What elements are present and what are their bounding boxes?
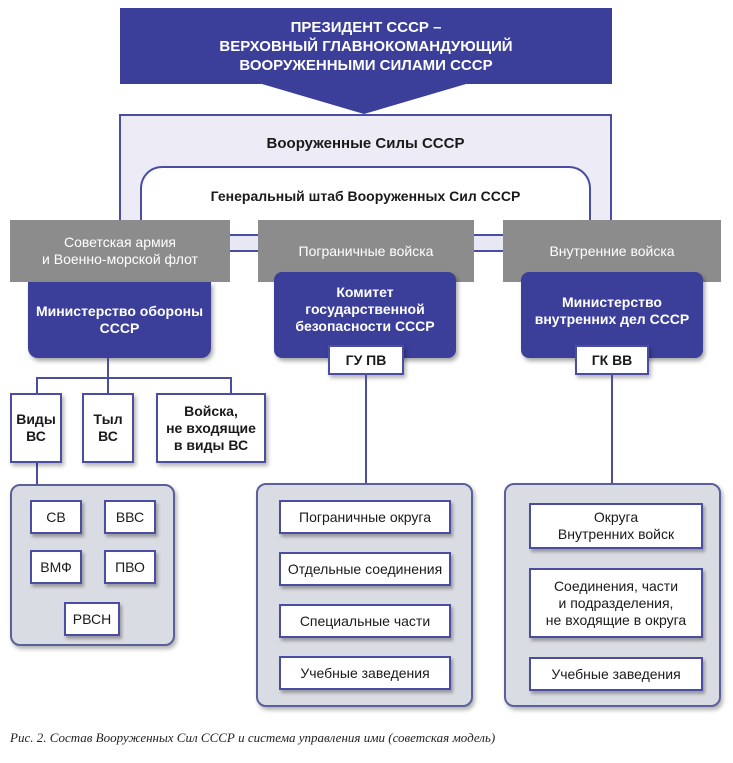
internal-unit-item: Округа Внутренних войск bbox=[529, 503, 703, 549]
gu-pv-label: ГУ ПВ bbox=[345, 351, 387, 368]
branch-army-header: Советская армия и Военно-морской флот bbox=[10, 220, 230, 282]
kgb-line-3: безопасности СССР bbox=[295, 317, 435, 334]
border-unit-item: Пограничные округа bbox=[279, 500, 451, 534]
connector-line bbox=[107, 358, 109, 378]
border-unit-item: Специальные части bbox=[279, 604, 451, 638]
internal-unit-item: Учебные заведения bbox=[529, 657, 703, 691]
service-type-item: РВСН bbox=[64, 602, 120, 636]
ministry-defense-line-2: СССР bbox=[99, 320, 140, 336]
rear-line-1: Тыл bbox=[93, 411, 123, 427]
gk-vv-label: ГК ВВ bbox=[591, 351, 633, 368]
branch-army-line-1: Советская армия bbox=[63, 234, 177, 250]
service-type-item: ВМФ bbox=[30, 550, 82, 584]
president-line-3: ВООРУЖЕННЫМИ СИЛАМИ СССР bbox=[239, 56, 493, 74]
president-line-1: ПРЕЗИДЕНТ СССР – bbox=[290, 18, 442, 36]
gk-vv-box: ГК ВВ bbox=[575, 345, 649, 375]
service-type-item: СВ bbox=[30, 500, 82, 534]
border-unit-item: Отдельные соединения bbox=[279, 552, 451, 586]
internal-unit-line: Соединения, части bbox=[553, 577, 679, 594]
general-staff-frame bbox=[140, 166, 591, 226]
services-line-2: ВС bbox=[26, 428, 46, 444]
branch-internal-header: Внутренние войска bbox=[503, 220, 721, 282]
connector-line bbox=[36, 463, 38, 485]
branch-border-line-1: Пограничные войска bbox=[298, 242, 434, 259]
figure-caption: Рис. 2. Состав Вооруженных Сил СССР и си… bbox=[10, 730, 496, 745]
connector-strip-left bbox=[228, 234, 262, 252]
connector-line bbox=[365, 375, 367, 484]
services-box: Виды ВС bbox=[10, 393, 62, 463]
ministry-defense-box: Министерство обороны СССР bbox=[28, 282, 211, 358]
general-staff-title: Генеральный штаб Вооруженных Сил СССР bbox=[210, 188, 521, 204]
mvd-line-2: внутренних дел СССР bbox=[534, 311, 690, 327]
connector-line bbox=[36, 377, 232, 379]
kgb-line-2: государственной bbox=[305, 300, 425, 317]
connector-strip-right bbox=[472, 234, 508, 252]
internal-unit-item: Соединения, части и подразделения, не вх… bbox=[529, 568, 703, 638]
service-type-item: ВВС bbox=[104, 500, 156, 534]
internal-unit-line: и подразделения, bbox=[558, 594, 674, 611]
branch-army-line-2: и Военно-морской флот bbox=[42, 251, 198, 267]
president-box: ПРЕЗИДЕНТ СССР – ВЕРХОВНЫЙ ГЛАВНОКОМАНДУ… bbox=[120, 8, 612, 84]
president-arrow bbox=[262, 84, 466, 114]
mvd-box: Министерство внутренних дел СССР bbox=[521, 272, 703, 358]
internal-unit-line: Внутренних войск bbox=[557, 526, 675, 542]
armed-forces-title: Вооруженные Силы СССР bbox=[266, 134, 465, 152]
mvd-line-1: Министерство bbox=[562, 294, 662, 310]
other-troops-line-3: в виды ВС bbox=[173, 436, 249, 453]
other-troops-line-1: Войска, bbox=[184, 402, 238, 419]
border-unit-item: Учебные заведения bbox=[279, 656, 451, 690]
services-line-1: Виды bbox=[16, 411, 56, 427]
other-troops-box: Войска, не входящие в виды ВС bbox=[156, 393, 266, 463]
internal-unit-line: Учебные заведения bbox=[551, 665, 681, 682]
connector-line bbox=[230, 377, 232, 393]
service-type-item: ПВО bbox=[104, 550, 156, 584]
connector-line bbox=[107, 377, 109, 393]
connector-line bbox=[36, 377, 38, 393]
internal-unit-line: не входящие в округа bbox=[545, 611, 687, 628]
ministry-defense-line-1: Министерство обороны bbox=[35, 303, 204, 319]
internal-unit-line: Округа bbox=[593, 509, 639, 525]
kgb-box: Комитет государственной безопасности ССС… bbox=[274, 272, 456, 358]
rear-box: Тыл ВС bbox=[82, 393, 134, 463]
other-troops-line-2: не входящие bbox=[166, 419, 256, 436]
gu-pv-box: ГУ ПВ bbox=[328, 345, 404, 375]
branch-internal-line-1: Внутренние войска bbox=[549, 242, 675, 259]
kgb-line-1: Комитет bbox=[336, 283, 394, 300]
branch-border-header: Пограничные войска bbox=[258, 220, 474, 282]
connector-line bbox=[611, 375, 613, 484]
president-line-2: ВЕРХОВНЫЙ ГЛАВНОКОМАНДУЮЩИЙ bbox=[219, 37, 513, 55]
rear-line-2: ВС bbox=[98, 428, 118, 444]
